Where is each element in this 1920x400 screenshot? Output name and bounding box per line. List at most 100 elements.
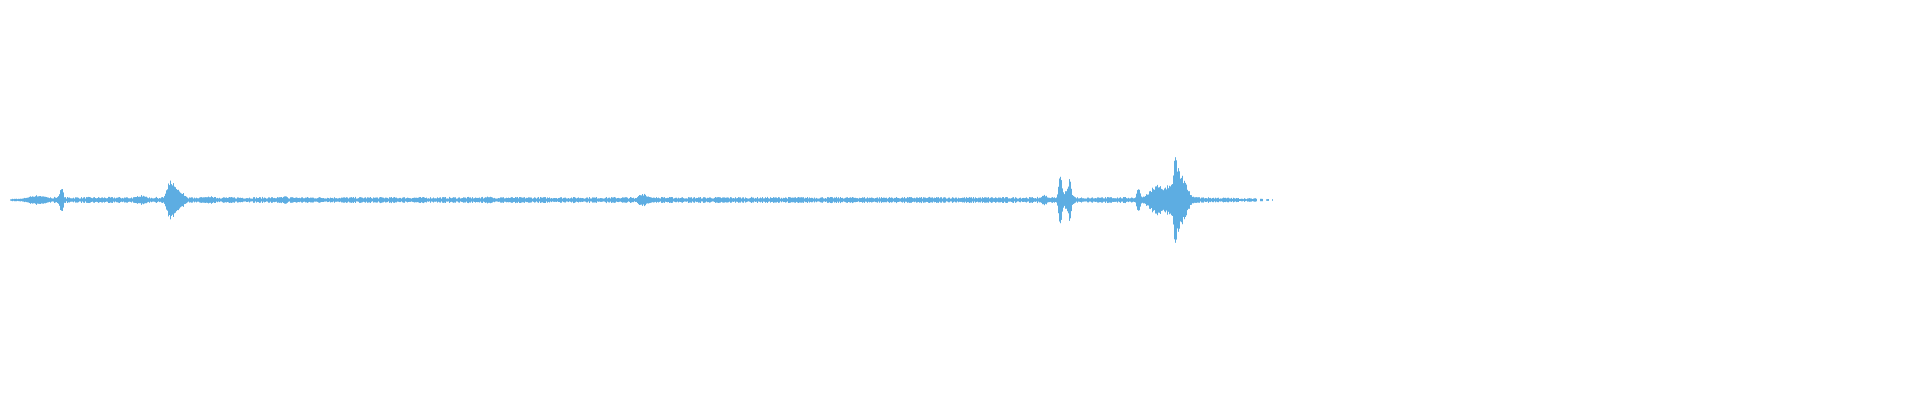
waveform-bar <box>554 198 555 202</box>
waveform-bar <box>576 198 577 202</box>
waveform-bar <box>640 195 641 205</box>
waveform-bar <box>1031 197 1032 203</box>
waveform-bar <box>1009 198 1010 202</box>
waveform-bar <box>762 197 763 203</box>
waveform-bar <box>1050 198 1051 202</box>
waveform-bar <box>1159 187 1160 213</box>
waveform-bar <box>11 199 12 201</box>
waveform-bar <box>217 197 218 203</box>
waveform-bar <box>290 197 291 203</box>
waveform-bar <box>264 197 265 203</box>
waveform-bar <box>1042 195 1043 205</box>
waveform-bar <box>93 197 94 203</box>
waveform-bar <box>263 198 264 202</box>
waveform-bar <box>617 198 618 202</box>
waveform-bar <box>568 198 569 203</box>
waveform-bar <box>1039 197 1040 203</box>
waveform-bar <box>1145 196 1146 204</box>
waveform-bar <box>1073 195 1074 204</box>
waveform-bar <box>480 198 481 202</box>
waveform-bar <box>720 197 721 203</box>
waveform-bar <box>440 197 441 203</box>
waveform-bar <box>1206 198 1207 202</box>
waveform-bar <box>286 196 287 204</box>
waveform-bar <box>743 197 744 203</box>
waveform-bar <box>262 196 263 203</box>
waveform-bar <box>1193 196 1194 204</box>
waveform-bar <box>1014 198 1015 202</box>
waveform-bar <box>21 198 22 202</box>
waveform-bar <box>1155 186 1156 214</box>
waveform-bar <box>822 197 823 203</box>
waveform-bar <box>483 198 484 202</box>
waveform-bar <box>16 198 17 202</box>
waveform-bar <box>722 197 723 203</box>
waveform-bar <box>884 197 885 203</box>
waveform-bar <box>754 198 755 202</box>
waveform-bar <box>22 198 23 202</box>
waveform-bar <box>1125 197 1126 204</box>
waveform-bar <box>546 198 547 202</box>
waveform-bar <box>239 197 240 203</box>
waveform-bar <box>70 198 71 202</box>
waveform-bar <box>211 196 212 204</box>
waveform-bar <box>833 198 834 202</box>
waveform-bar <box>543 197 544 203</box>
waveform-bar <box>185 196 186 204</box>
waveform-bar <box>582 198 583 202</box>
waveform-bar <box>1117 197 1118 203</box>
waveform-bar <box>145 196 146 204</box>
waveform-bar <box>618 197 619 203</box>
waveform-bar <box>534 197 535 203</box>
waveform-bar <box>1222 198 1223 202</box>
waveform-bar <box>316 198 317 202</box>
waveform-bar <box>255 198 256 202</box>
waveform-bar <box>998 197 999 203</box>
waveform-bar <box>708 197 709 203</box>
waveform-bar <box>602 198 603 202</box>
waveform-bar <box>1019 197 1020 203</box>
waveform-bar <box>572 198 573 202</box>
waveform-bar <box>696 197 697 203</box>
waveform-bar <box>318 197 319 203</box>
waveform-bar <box>560 197 561 203</box>
waveform-bar <box>686 198 687 202</box>
waveform-bar <box>1256 198 1257 202</box>
waveform-bar <box>50 197 51 203</box>
waveform-bar <box>842 197 843 203</box>
waveform-bar <box>516 197 517 203</box>
waveform-bar <box>818 198 819 202</box>
waveform-bar <box>249 197 250 203</box>
waveform-bar <box>383 197 384 203</box>
waveform-bar <box>116 197 117 203</box>
waveform-bar <box>1229 198 1230 202</box>
waveform-bar <box>883 197 884 203</box>
waveform-bar <box>320 197 321 203</box>
waveform-bar <box>827 197 828 203</box>
waveform-bar <box>1064 194 1065 206</box>
waveform-bar <box>1026 197 1027 203</box>
waveform-bar <box>162 197 163 203</box>
waveform-bar <box>177 189 178 211</box>
waveform-bar <box>247 198 248 202</box>
waveform-bar <box>438 198 439 202</box>
waveform-bar <box>453 197 454 203</box>
waveform-bar <box>594 197 595 203</box>
waveform-bar <box>593 197 594 203</box>
waveform-bar <box>154 198 155 202</box>
waveform-bar <box>733 198 734 202</box>
waveform-bar <box>1171 184 1172 216</box>
waveform-bar <box>1177 171 1178 229</box>
waveform-bar <box>950 198 951 202</box>
waveform-bar <box>388 198 389 202</box>
waveform-bar <box>805 197 806 203</box>
waveform-bar <box>684 198 685 202</box>
waveform-bar <box>313 197 314 203</box>
waveform-bar <box>1244 198 1245 202</box>
waveform-bar <box>1211 198 1212 202</box>
waveform-bar <box>989 198 990 202</box>
waveform-bar <box>1045 196 1046 204</box>
waveform-bar <box>28 197 29 203</box>
waveform-bar <box>182 194 183 207</box>
